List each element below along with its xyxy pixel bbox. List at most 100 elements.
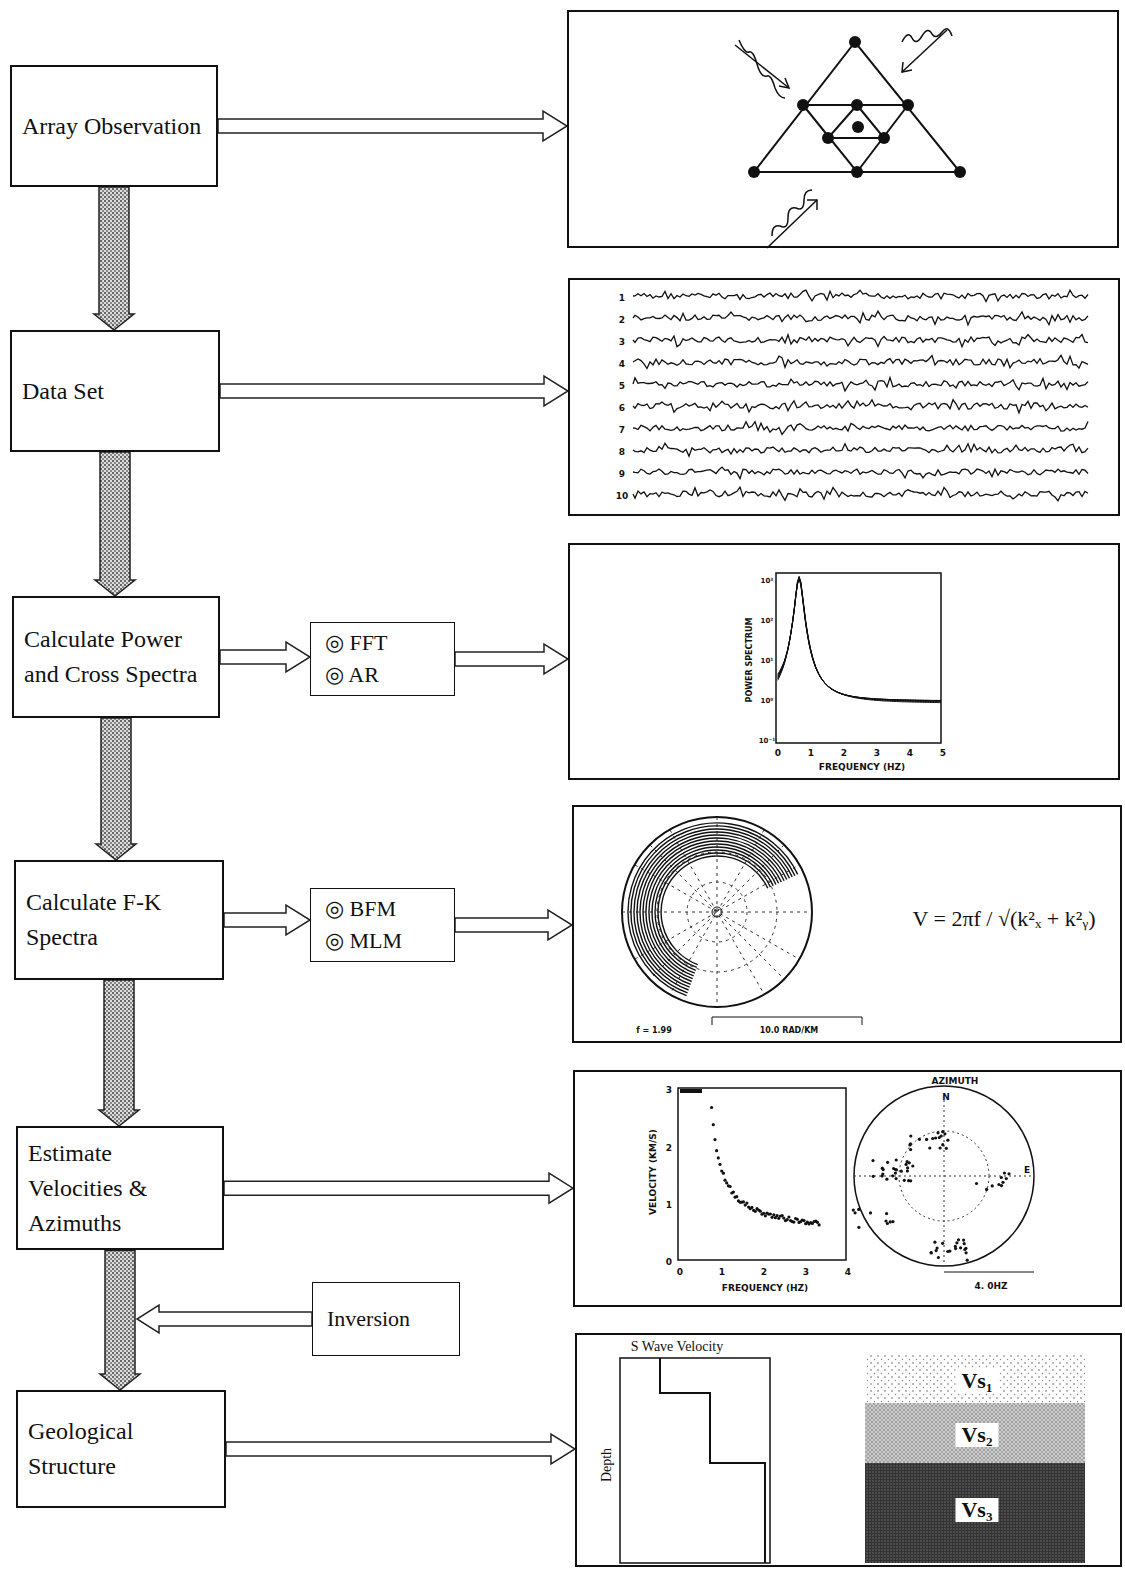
- azimuth-point: [985, 1188, 988, 1191]
- azimuth-point: [931, 1137, 934, 1140]
- spectrum-curve: [778, 578, 941, 701]
- spectrum-curve: [778, 578, 941, 702]
- azimuth-point: [852, 1209, 855, 1212]
- figure-label: 10⁻¹: [759, 738, 776, 745]
- box-label: ◎ FFT: [325, 627, 444, 659]
- azimuth-point: [937, 1256, 940, 1259]
- velocity-point: [818, 1223, 821, 1226]
- velocity-point: [742, 1200, 745, 1203]
- flow-arrow: [94, 187, 134, 330]
- figure-label: 0: [677, 1268, 683, 1277]
- box-label: Calculate F-K Spectra: [26, 885, 212, 955]
- trace-line: [633, 311, 1088, 325]
- azimuth-point: [895, 1177, 898, 1180]
- box-label: ◎ AR: [325, 659, 444, 691]
- velocity-point: [722, 1172, 725, 1175]
- velocity-point: [792, 1221, 795, 1224]
- figure-label: AZIMUTH: [932, 1077, 979, 1086]
- azimuth-point: [891, 1174, 894, 1177]
- figure-label: 2: [619, 316, 625, 325]
- azimuth-point: [930, 1251, 933, 1254]
- spectrum-plot: [776, 573, 941, 743]
- azimuth-point: [943, 1132, 946, 1135]
- box-label: ◎ MLM: [325, 925, 444, 957]
- figure-label: 5: [940, 749, 946, 758]
- trace-line: [633, 400, 1088, 413]
- figure-label: 5: [619, 382, 625, 391]
- azimuth-point: [1000, 1176, 1003, 1179]
- azimuth-point: [854, 1211, 857, 1214]
- fk-contour: [658, 853, 771, 967]
- azimuth-point: [938, 1136, 941, 1139]
- spectrum-curve: [778, 576, 941, 702]
- azimuth-point: [925, 1138, 928, 1141]
- azimuth-point: [918, 1138, 921, 1141]
- flow-arrow: [220, 642, 310, 672]
- figure-label: E: [1024, 1166, 1030, 1175]
- azimuth-point: [908, 1161, 911, 1164]
- figure-label: 4: [845, 1268, 851, 1277]
- azimuth-point: [900, 1170, 903, 1173]
- box-label: Calculate Power and Cross Spectra: [24, 622, 208, 692]
- azimuth-point: [1001, 1181, 1004, 1184]
- velocity-point: [710, 1106, 713, 1109]
- process-box: Geological Structure: [16, 1390, 226, 1508]
- trace-line: [633, 378, 1088, 391]
- azimuth-point: [941, 1143, 944, 1146]
- process-box: Data Set: [10, 330, 220, 452]
- azimuth-point: [886, 1161, 889, 1164]
- figure-label: 7: [619, 426, 625, 435]
- figure-label: 10¹: [761, 658, 774, 665]
- process-box: Calculate F-K Spectra: [14, 860, 224, 980]
- figure-label: V = 2πf / √(k²ₓ + k²ᵧ): [913, 908, 1096, 930]
- figure-label: 1: [808, 749, 814, 758]
- figure-label: Vs₁: [955, 1369, 998, 1393]
- flow-arrow: [137, 1305, 312, 1333]
- array-figure: [735, 29, 966, 248]
- velocity-point: [713, 1138, 716, 1141]
- azimuth-point: [991, 1184, 994, 1187]
- trace-line: [633, 443, 1088, 456]
- spectrum-curve: [778, 579, 941, 701]
- azimuth-point: [889, 1220, 892, 1223]
- flow-arrow: [95, 452, 135, 596]
- trace-line: [633, 421, 1088, 434]
- box-label: Inversion: [327, 1303, 449, 1335]
- azimuth-point: [933, 1241, 936, 1244]
- flow-arrow: [455, 910, 572, 940]
- velocity-point: [772, 1213, 775, 1216]
- velocity-point: [786, 1218, 789, 1221]
- figure-label: Vs₂: [955, 1423, 998, 1447]
- figure-label: POWER SPECTRUM: [746, 618, 754, 703]
- figure-label: 1: [619, 294, 625, 303]
- azimuth-point: [909, 1142, 912, 1145]
- azimuth-point: [869, 1211, 872, 1214]
- figure-label: Depth: [600, 1448, 614, 1482]
- fk-contour: [637, 832, 789, 987]
- box-label: Geological Structure: [28, 1414, 214, 1484]
- box-label: Estimate Velocities & Azimuths: [28, 1136, 212, 1240]
- figure-label: 10: [616, 492, 629, 501]
- box-label: Array Observation: [22, 109, 206, 144]
- fk-contour: [652, 847, 776, 973]
- azimuth-point: [884, 1219, 887, 1222]
- flow-arrow: [218, 111, 567, 141]
- azimuth-point: [909, 1134, 912, 1137]
- azimuth-point: [962, 1239, 965, 1242]
- figure-label: 9: [619, 470, 625, 479]
- trace-line: [633, 355, 1088, 368]
- velocity-point: [723, 1179, 726, 1182]
- figure-label: 2: [761, 1268, 767, 1277]
- method-box: Inversion: [312, 1282, 460, 1356]
- figure-label: 2: [666, 1144, 672, 1153]
- figure-label: 4: [619, 360, 625, 369]
- figure-label: 2: [841, 749, 847, 758]
- fk-contour: [643, 838, 784, 982]
- azimuth-point: [946, 1139, 949, 1142]
- azimuth-point: [857, 1208, 860, 1211]
- figure-label: f = 1.99: [636, 1027, 672, 1035]
- flow-arrow: [99, 980, 139, 1126]
- figure-label: S Wave Velocity: [631, 1340, 723, 1354]
- figure-label: 10²: [761, 618, 774, 625]
- velocity-point: [759, 1210, 762, 1213]
